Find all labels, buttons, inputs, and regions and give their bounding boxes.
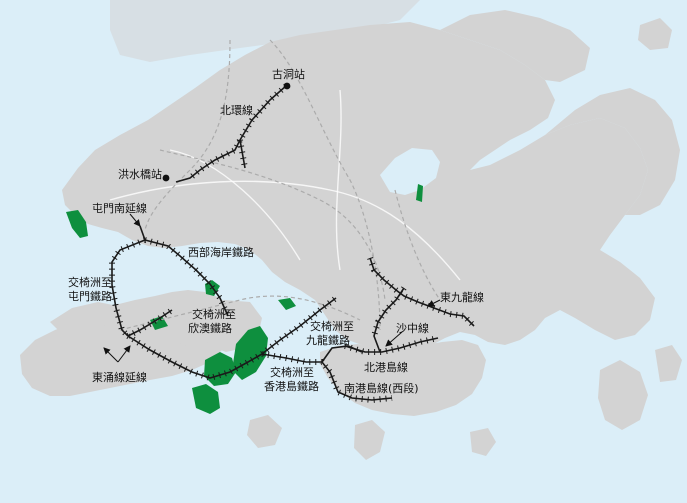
label-hung-shui-kiu: 洪水橋站 <box>118 167 162 181</box>
green-zone-sai-kung <box>416 184 423 202</box>
airport-island <box>50 302 122 334</box>
green-zone-tuen-mun <box>66 210 88 238</box>
label-shatin-central: 沙中線 <box>396 321 429 335</box>
green-zone-lantau-north <box>278 298 296 310</box>
existing-rail-east <box>269 39 381 331</box>
northeast-island <box>638 18 672 50</box>
tolo-harbour <box>380 148 440 195</box>
station-hung-shui-kiu-marker <box>162 174 170 182</box>
road-network-3 <box>335 89 342 271</box>
label-east-kowloon: 東九龍線 <box>440 290 484 304</box>
existing-rail-west <box>144 39 231 231</box>
label-western-coastal: 西部海岸鐵路 <box>188 245 254 259</box>
lantau-island <box>20 290 236 396</box>
leader-tung-chung-ext <box>117 345 131 363</box>
green-zone-kau-yi-chau-3 <box>192 384 220 414</box>
po-toi-island <box>470 428 496 456</box>
label-tung-chung-ext: 東涌線延線 <box>92 370 147 384</box>
label-tuen-mun-south: 屯門南延線 <box>92 201 147 215</box>
leader-east-kowloon <box>427 299 441 307</box>
leader-shatin-central <box>385 331 403 347</box>
label-kcm-tuen-mun-2: 屯門鐵路 <box>68 289 112 303</box>
leader-tung-chung-ext-2 <box>103 347 119 363</box>
road-network-2 <box>169 149 301 261</box>
label-south-island-west: 南港島線(西段) <box>344 381 419 395</box>
label-kcm-tuen-mun-1: 交椅洲至 <box>68 275 112 289</box>
shenzhen-land <box>110 0 420 62</box>
rail-kcm-sunny-bay-ticks <box>126 333 264 382</box>
existing-rail-tuen-ma <box>394 189 441 301</box>
northeast-land <box>440 10 590 82</box>
label-north-island: 北港島線 <box>364 360 408 374</box>
station-kwu-tung-marker <box>283 82 291 90</box>
hong-kong-island <box>320 340 486 416</box>
label-kcm-island-2: 香港島鐵路 <box>264 379 319 393</box>
label-kcm-sunny-bay-1: 交椅洲至 <box>192 307 236 321</box>
label-kwu-tung: 古洞站 <box>272 67 305 81</box>
label-kcm-island-1: 交椅洲至 <box>270 365 314 379</box>
label-kcm-sunny-bay-2: 欣澳鐵路 <box>188 321 232 335</box>
rail-north-island <box>344 337 439 353</box>
rail-tung-chung-ext-ticks <box>126 307 174 339</box>
leader-tuen-mun-south <box>129 213 141 227</box>
rail-kcm-tuen-mun <box>111 239 146 337</box>
label-kcm-kowloon-2: 九龍鐵路 <box>306 333 350 347</box>
label-northern-link: 北環線 <box>220 103 253 117</box>
rail-tuen-mun-south <box>139 225 146 241</box>
peng-chau <box>176 328 195 346</box>
rail-kcm-kowloon <box>261 297 337 355</box>
rail-east-kowloon-ticks <box>367 257 477 329</box>
label-kcm-kowloon-1: 交椅洲至 <box>310 319 354 333</box>
lamma-island <box>354 420 385 460</box>
new-territories-land <box>62 22 655 352</box>
rail-northern-link-ticks <box>188 83 288 181</box>
rail-northern-link-spur <box>239 139 246 169</box>
road-network-1 <box>109 180 461 281</box>
rail-western-coastal-ticks <box>144 237 231 318</box>
sai-kung-islands <box>598 360 648 430</box>
rail-kcm-island <box>261 353 393 401</box>
sai-kung-land <box>545 88 680 215</box>
east-island <box>655 345 682 382</box>
southern-islands <box>247 415 282 448</box>
